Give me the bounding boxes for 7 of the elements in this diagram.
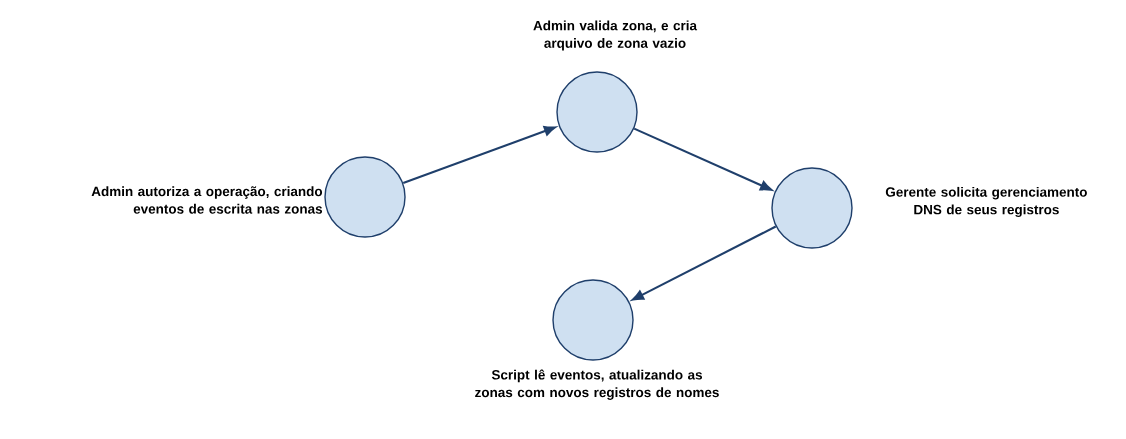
node-label: Gerente solicita gerenciamento DNS de seus registros (885, 186, 1087, 218)
node-label: Admin valida zona, e cria arquivo de zona vazio (533, 20, 698, 51)
node-label: Admin autoriza a operação, criando eventos de escrita nas zonas (91, 186, 323, 214)
arrow (631, 225, 777, 301)
arrow (402, 126, 556, 184)
arrow (633, 127, 773, 191)
node-label: Script lê eventos, atualizando as zonas com novos registros de nomes (475, 369, 719, 400)
